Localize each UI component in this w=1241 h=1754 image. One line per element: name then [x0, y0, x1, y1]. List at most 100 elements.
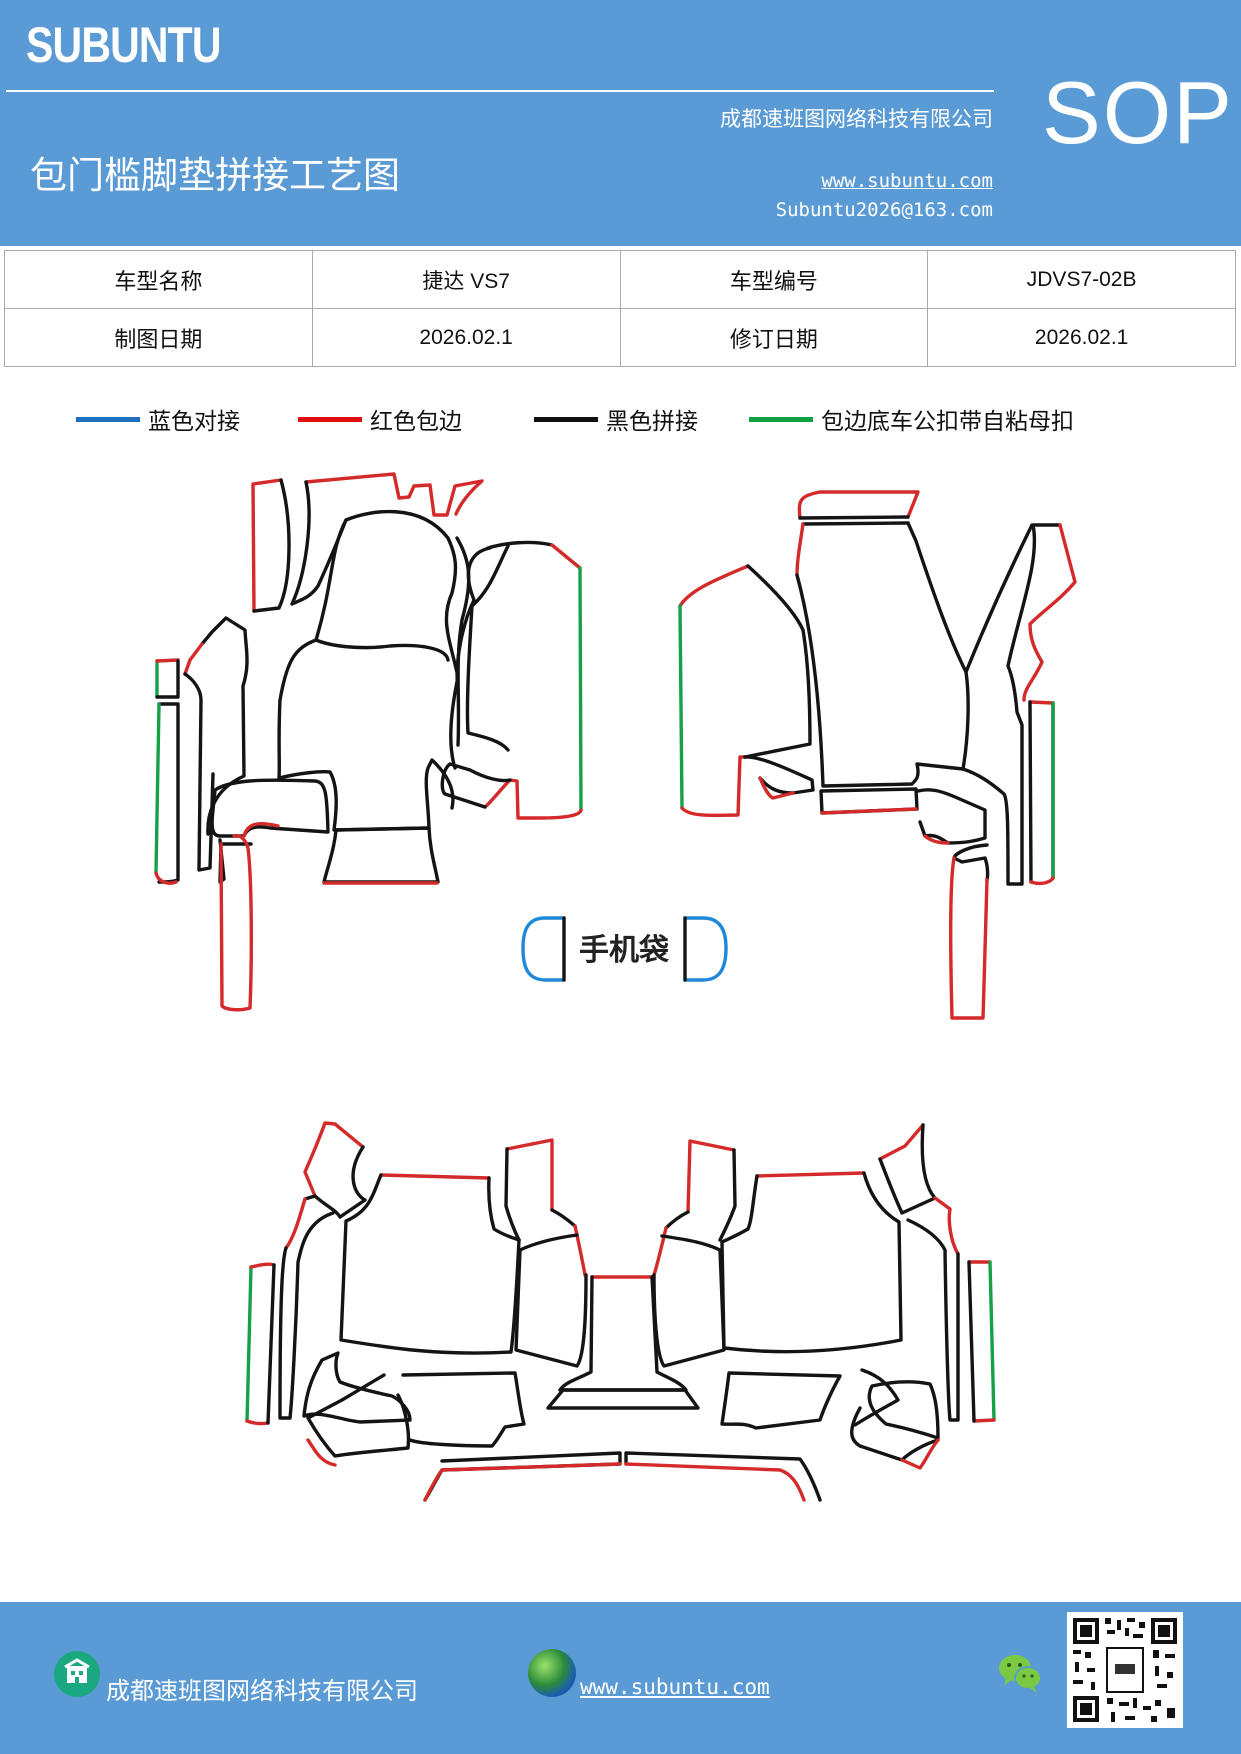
mat-piece: [743, 564, 812, 759]
header-url-link[interactable]: www.subuntu.com: [821, 170, 993, 192]
legend-swatch-green: [749, 416, 813, 422]
mat-piece: [964, 523, 1034, 674]
page-title: 包门槛脚垫拼接工艺图: [30, 154, 400, 197]
mat-piece: [290, 480, 460, 770]
mat-piece: [379, 1173, 491, 1180]
mat-piece: [755, 1171, 866, 1178]
footer-company: 成都速班图网络科技有限公司: [106, 1677, 418, 1705]
mat-piece: [878, 1123, 937, 1215]
mat-piece: [440, 762, 512, 809]
mat-piece: [465, 544, 510, 752]
mat-piece: [504, 1147, 577, 1242]
footer-url-link[interactable]: www.subuntu.com: [580, 1675, 770, 1699]
phone-pocket: [521, 916, 728, 982]
front-right-mats: [678, 490, 1077, 1020]
mat-piece: [952, 843, 990, 882]
header-company: 成都速班图网络科技有限公司: [720, 107, 993, 131]
mat-piece: [487, 1176, 521, 1242]
wechat-icon[interactable]: [996, 1651, 1044, 1695]
sop-badge: SOP: [1042, 63, 1234, 162]
model-name-label: 车型名称: [4, 250, 313, 309]
mat-piece: [624, 1451, 822, 1502]
mat-piece: [302, 1351, 412, 1424]
mat-piece: [183, 672, 215, 872]
mat-piece: [219, 833, 254, 1012]
mat-piece: [758, 776, 795, 800]
info-table: 车型名称 捷达 VS7 车型编号 JDVS7-02B 制图日期 2026.02.…: [4, 250, 1236, 367]
mat-piece: [284, 1197, 307, 1250]
mat-piece: [900, 1438, 940, 1470]
mat-piece: [878, 1123, 925, 1161]
mat-piece: [266, 1263, 276, 1425]
mat-piece: [200, 616, 249, 836]
phone-pocket-label: 手机袋: [579, 933, 669, 968]
mat-piece: [743, 755, 815, 795]
mat-piece: [1022, 523, 1077, 702]
mat-piece: [306, 1373, 411, 1458]
mat-piece: [252, 478, 291, 613]
legend-swatch-red: [298, 416, 362, 422]
header-banner: [0, 0, 1241, 246]
mat-piece: [678, 604, 684, 810]
mat-piece: [916, 788, 987, 845]
mat-piece: [455, 536, 471, 747]
header-divider: [6, 90, 994, 92]
mat-piece: [906, 1218, 960, 1422]
mat-piece: [251, 478, 283, 613]
mat-piece: [923, 834, 950, 845]
legend-swatch-black: [534, 416, 598, 422]
mat-piece: [795, 522, 805, 577]
table-row: 制图日期 2026.02.1 修订日期 2026.02.1: [4, 308, 1236, 367]
mat-piece: [678, 564, 750, 608]
mat-piece: [680, 755, 747, 818]
pocket-right-bracket: [683, 916, 728, 982]
legend-item-green: 包边底车公扣带自粘母扣: [749, 404, 1074, 435]
mat-piece: [720, 1171, 903, 1354]
mat-piece: [967, 1260, 976, 1423]
legend-item-red: 红色包边: [298, 404, 462, 435]
mat-piece: [183, 642, 204, 676]
mat-piece: [573, 1224, 587, 1277]
mat-piece: [578, 566, 583, 812]
mat-piece: [486, 540, 554, 550]
legend-item-black: 黑色拼接: [534, 404, 698, 435]
mat-piece: [210, 778, 330, 838]
mat-piece: [155, 659, 180, 884]
mat-piece: [550, 543, 582, 570]
mat-piece: [853, 1368, 900, 1427]
mat-piece: [624, 1462, 806, 1502]
mat-piece: [505, 1138, 554, 1212]
mat-piece: [322, 826, 440, 884]
draw-date-value: 2026.02.1: [311, 308, 621, 367]
mat-piece: [304, 472, 484, 517]
legend-item-blue: 蓝色对接: [76, 404, 240, 435]
mat-piece: [948, 856, 989, 1020]
mat-piece: [1029, 876, 1055, 886]
table-row: 车型名称 捷达 VS7 车型编号 JDVS7-02B: [4, 250, 1236, 309]
mat-piece: [972, 1418, 996, 1423]
mat-piece: [278, 1211, 335, 1420]
globe-icon: [528, 1649, 576, 1697]
mat-piece: [686, 1139, 736, 1214]
qr-code: [1067, 1612, 1183, 1728]
mat-piece: [306, 1438, 337, 1467]
mat-splice-diagram: 手机袋: [154, 472, 1077, 1502]
model-name-value: 捷达 VS7: [311, 250, 621, 309]
front-left-mats: [154, 472, 583, 1012]
legend-label: 包边底车公扣带自粘母扣: [821, 409, 1074, 435]
mat-piece: [455, 546, 492, 692]
mat-piece: [1028, 700, 1055, 705]
mat-piece: [720, 1371, 842, 1430]
mat-piece: [850, 1406, 940, 1462]
pocket-left-bracket: [521, 916, 566, 982]
mat-piece: [546, 1388, 700, 1410]
mat-piece: [423, 1468, 444, 1502]
brand-logo: SUBUNTU: [26, 17, 222, 73]
mat-piece: [1028, 700, 1055, 884]
revise-date-label: 修订日期: [619, 308, 929, 367]
mat-piece: [440, 1462, 622, 1472]
mat-piece: [652, 1226, 668, 1277]
mat-piece: [664, 1148, 737, 1242]
legend-label: 红色包边: [370, 409, 462, 435]
model-code-label: 车型编号: [619, 250, 929, 309]
